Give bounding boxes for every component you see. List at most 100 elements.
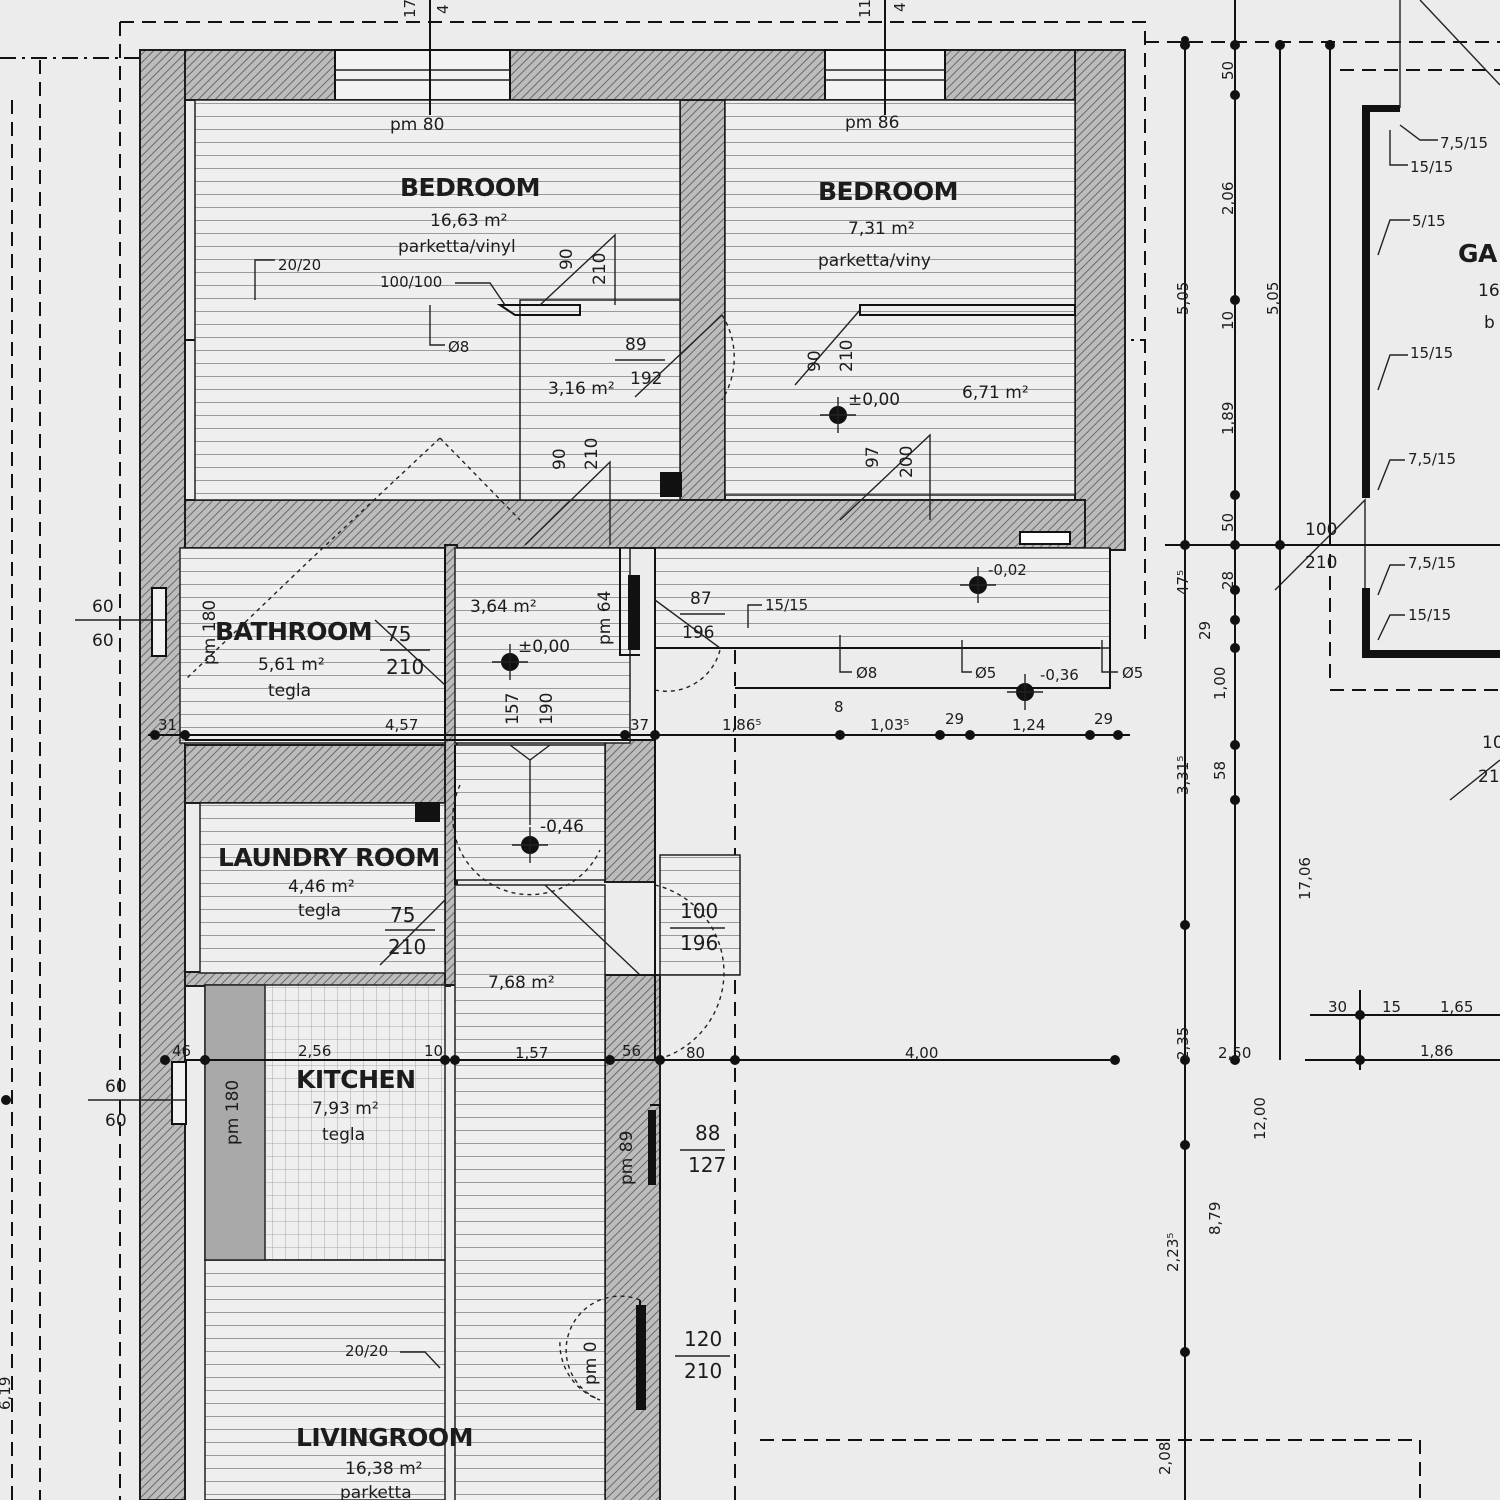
dim-label: 2,06 (1219, 182, 1237, 215)
door-height: 21 (1478, 767, 1500, 787)
section-label: 5/15 (1412, 212, 1446, 230)
walls (139, 49, 1126, 1500)
kitchen-title: KITCHEN (296, 1065, 416, 1094)
dim-label: 8,79 (1206, 1202, 1224, 1235)
dim-label: 5,05 (1174, 282, 1192, 315)
dim-label: 28 (1219, 571, 1237, 590)
dim-label: 58 (1211, 761, 1229, 780)
diameter-label: Ø8 (856, 664, 877, 682)
bedroom-right-window: pm 86 (845, 113, 899, 133)
door-height: 210 (582, 438, 602, 470)
vertical-dimensions: 17 4 11 4 5,05 2,06 50 10 5,05 1,89 50 4… (0, 0, 1314, 1475)
section-label: 15/15 (1410, 158, 1453, 176)
bedroom-right-floor: parketta/viny (818, 251, 931, 271)
door-width: 100 (680, 899, 718, 923)
section-label: 20/20 (278, 256, 321, 274)
dim-label: 2,08 (1156, 1442, 1174, 1475)
level-marker (512, 827, 548, 863)
diameter-label: Ø5 (975, 664, 996, 682)
door-swings (184, 233, 1500, 1401)
section-label: 15/15 (765, 596, 808, 614)
dim-label: 37 (630, 716, 649, 734)
level-marker (960, 567, 996, 603)
bathroom-title: BATHROOM (215, 617, 372, 646)
bathroom-floor: tegla (268, 681, 311, 701)
section-label: 15/15 (1408, 606, 1451, 624)
garage-annotations: 7,5/15 15/15 5/15 15/15 7,5/15 100 210 7… (1305, 124, 1500, 1060)
bedroom-right-title: BEDROOM (818, 177, 958, 206)
dim-label: 10 (424, 1042, 443, 1060)
dim-label: 4 (891, 2, 909, 12)
room-labels: pm 80 BEDROOM 16,63 m² parketta/vinyl pm… (200, 113, 1500, 1500)
door-height: 210 (1305, 553, 1337, 573)
livingroom-title: LIVINGROOM (296, 1423, 473, 1452)
dim-label: 10 (1219, 311, 1237, 330)
door-height: 200 (897, 446, 917, 478)
garage-title: GA (1458, 239, 1498, 268)
annex-area: 6,71 m² (962, 383, 1029, 403)
door-width: 90 (805, 350, 825, 372)
bathroom-area: 5,61 m² (258, 655, 325, 675)
diameter-label: Ø8 (448, 338, 469, 356)
dim-label: 2,35 (1174, 1027, 1192, 1060)
section-label: 100/100 (380, 273, 442, 291)
level-label: -0,36 (1040, 666, 1079, 684)
dim-label: 1,65 (1440, 998, 1473, 1016)
door-width: 90 (557, 248, 577, 270)
door-height: 192 (630, 369, 662, 389)
bedroom-left-floor: parketta/vinyl (398, 237, 516, 257)
diameter-label: Ø5 (1122, 664, 1143, 682)
dim-label: 29 (1094, 710, 1113, 728)
door-width: 89 (625, 335, 647, 355)
dim-label: 4 (434, 4, 452, 14)
hall-level: ±0,00 (518, 637, 570, 657)
door-height: 127 (688, 1153, 726, 1177)
dim-label: 3,31⁵ (1174, 756, 1192, 795)
door-height: 196 (680, 931, 718, 955)
laundry-title: LAUNDRY ROOM (218, 843, 440, 872)
door-width: 97 (863, 446, 883, 468)
door-width: 120 (684, 1327, 722, 1351)
bedroom-right-area: 7,31 m² (848, 219, 915, 239)
livingroom-area: 16,38 m² (345, 1459, 422, 1479)
door-width: 100 (1305, 520, 1337, 540)
dim-label: 1,89 (1219, 402, 1237, 435)
dim-label: 46 (172, 1042, 191, 1060)
livingroom-floor: parketta (340, 1483, 412, 1500)
dim-label: 47⁵ (1174, 570, 1192, 595)
section-label: 7,5/15 (1440, 134, 1488, 152)
dim-label: 1,24 (1012, 716, 1045, 734)
dim-label: 1,86⁵ (722, 716, 761, 734)
dimension-ticks (1, 36, 1365, 1357)
dim-label: 30 (1328, 998, 1347, 1016)
section-label: 7,5/15 (1408, 554, 1456, 572)
section-label: 7,5/15 (1408, 450, 1456, 468)
hall-area: 3,64 m² (470, 597, 537, 617)
door-width: 90 (550, 448, 570, 470)
door-height: 210 (837, 340, 857, 372)
dim-label: 17 (401, 0, 419, 18)
dim-label: 1,86 (1420, 1042, 1453, 1060)
closet-area: 3,16 m² (548, 379, 615, 399)
level-label: -0,02 (988, 561, 1027, 579)
window-dim: 60 (105, 1077, 127, 1097)
horizontal-dimensions: 31 4,57 37 1,86⁵ 8 1,03⁵ 29 1,24 29 46 2… (158, 698, 1113, 1062)
garage-area: 16 (1478, 281, 1500, 301)
corridor-area: 7,68 m² (488, 973, 555, 993)
bedroom-left-area: 16,63 m² (430, 211, 507, 231)
dim-label: 4,00 (905, 1044, 938, 1062)
window-dim: 60 (92, 631, 114, 651)
dim-label: 50 (1219, 61, 1237, 80)
dim-label: 1,57 (515, 1044, 548, 1062)
bedroom-left-title: BEDROOM (400, 173, 540, 202)
garage-wall (1362, 0, 1500, 658)
dim-label: 17,06 (1296, 857, 1314, 900)
level-markers (492, 397, 1043, 863)
window-label: pm 89 (617, 1131, 637, 1185)
window-label: pm 0 (581, 1341, 601, 1385)
dim-label: 29 (1196, 621, 1214, 640)
door-width: 75 (386, 622, 411, 646)
dim-label: 2,23⁵ (1164, 1233, 1182, 1272)
garage-floor: b (1484, 313, 1495, 333)
